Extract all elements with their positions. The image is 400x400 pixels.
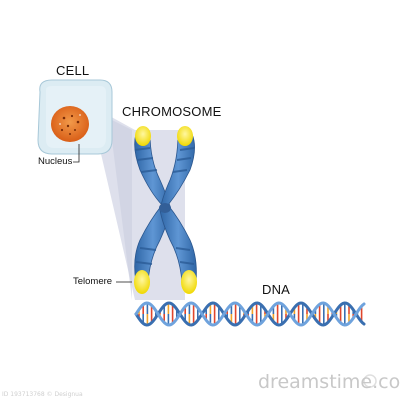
dna-backbone-strand-b bbox=[134, 301, 366, 327]
dna-backbone-strand-a bbox=[134, 301, 366, 327]
watermark-logo bbox=[363, 374, 377, 388]
nucleus bbox=[51, 106, 89, 142]
chromosome-label: CHROMOSOME bbox=[122, 104, 222, 119]
telomere-label: Telomere bbox=[73, 276, 113, 287]
zoom-cone-inner bbox=[112, 120, 132, 300]
cell-label: CELL bbox=[56, 63, 90, 78]
nucleus-label: Nucleus bbox=[38, 156, 73, 167]
dna-label: DNA bbox=[262, 282, 291, 297]
nucleus-pointer bbox=[73, 144, 80, 163]
chromosome bbox=[134, 133, 197, 283]
watermark-text: dreamstime.com bbox=[258, 371, 400, 393]
dna-helix bbox=[134, 301, 366, 327]
telomere-caps bbox=[134, 126, 197, 294]
watermark-id: ID 193713768 © Designua bbox=[2, 391, 83, 398]
